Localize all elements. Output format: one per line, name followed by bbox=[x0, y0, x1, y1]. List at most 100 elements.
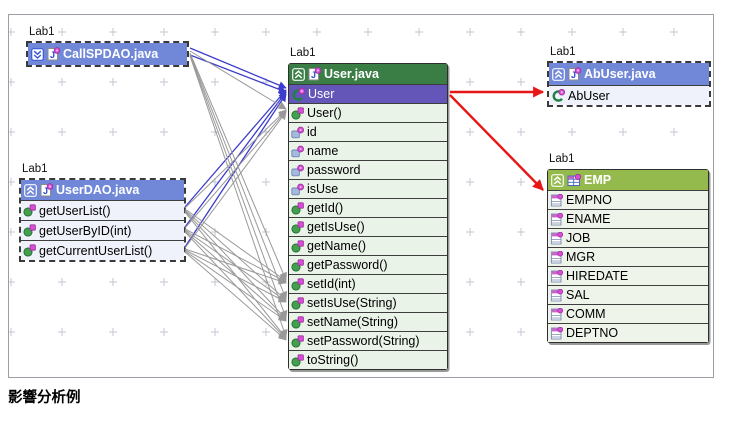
chevron-double-down-icon bbox=[31, 47, 44, 61]
method-icon bbox=[291, 277, 304, 291]
member-label: toString() bbox=[307, 353, 359, 367]
member-row[interactable]: password bbox=[289, 160, 447, 179]
diagram-caption: 影響分析例 bbox=[8, 390, 81, 406]
member-label: getId() bbox=[307, 201, 344, 215]
member-row[interactable]: EMPNO bbox=[548, 190, 708, 209]
field-icon bbox=[291, 145, 304, 158]
member-row[interactable]: ENAME bbox=[548, 209, 708, 228]
member-row[interactable]: toString() bbox=[289, 350, 447, 369]
package-label: Lab1 bbox=[290, 47, 316, 59]
member-row[interactable]: name bbox=[289, 141, 447, 160]
field-icon bbox=[291, 183, 304, 196]
java-file-icon: J bbox=[308, 67, 321, 81]
member-label: id bbox=[307, 125, 317, 139]
chevron-double-up-icon bbox=[551, 173, 564, 187]
member-row[interactable]: User() bbox=[289, 103, 447, 122]
java-file-icon: J bbox=[47, 47, 60, 61]
method-icon bbox=[23, 224, 36, 237]
field-icon bbox=[291, 126, 304, 139]
box-title: CallSPDAO.java bbox=[63, 47, 159, 61]
member-label: setId(int) bbox=[307, 277, 356, 291]
method-icon bbox=[23, 244, 36, 257]
method-icon bbox=[291, 353, 304, 367]
box-header-emp[interactable]: EMP bbox=[548, 170, 708, 190]
class-icon bbox=[551, 89, 565, 102]
member-label: getPassword() bbox=[307, 258, 388, 272]
member-row[interactable]: AbUser bbox=[549, 85, 709, 105]
member-row[interactable]: COMM bbox=[548, 304, 708, 323]
member-label: getUserByID(int) bbox=[39, 223, 132, 238]
member-row[interactable]: setId(int) bbox=[289, 274, 447, 293]
method-icon bbox=[291, 106, 304, 120]
column-icon bbox=[550, 307, 563, 321]
member-row[interactable]: setPassword(String) bbox=[289, 331, 447, 350]
member-label: name bbox=[307, 144, 339, 158]
member-row[interactable]: JOB bbox=[548, 228, 708, 247]
java-file-icon: J bbox=[568, 67, 581, 81]
class-icon bbox=[291, 87, 305, 101]
box-title: User.java bbox=[324, 67, 379, 81]
member-label: JOB bbox=[566, 231, 591, 245]
box-header-abuser[interactable]: J AbUser.java bbox=[549, 63, 709, 85]
column-icon bbox=[550, 193, 563, 207]
table-icon bbox=[567, 173, 581, 187]
member-row[interactable]: id bbox=[289, 122, 447, 141]
member-row[interactable]: setIsUse(String) bbox=[289, 293, 447, 312]
method-icon bbox=[291, 315, 304, 329]
package-label: Lab1 bbox=[22, 163, 48, 175]
column-icon bbox=[550, 288, 563, 302]
method-icon bbox=[291, 258, 304, 272]
svg-text:J: J bbox=[571, 70, 576, 80]
column-icon bbox=[550, 326, 563, 340]
member-row[interactable]: getName() bbox=[289, 236, 447, 255]
member-row[interactable]: getUserList() bbox=[21, 200, 184, 220]
box-title: AbUser.java bbox=[584, 67, 656, 81]
member-label: getCurrentUserList() bbox=[39, 243, 153, 258]
member-label: SAL bbox=[566, 288, 590, 302]
member-row[interactable]: getUserByID(int) bbox=[21, 220, 184, 240]
member-label: DEPTNO bbox=[566, 326, 619, 340]
member-row[interactable]: isUse bbox=[289, 179, 447, 198]
member-label: password bbox=[307, 163, 361, 177]
member-row[interactable]: User bbox=[289, 84, 447, 103]
member-label: setIsUse(String) bbox=[307, 296, 397, 310]
column-icon bbox=[550, 231, 563, 245]
column-icon bbox=[550, 212, 563, 226]
member-label: User() bbox=[307, 106, 342, 120]
member-row[interactable]: SAL bbox=[548, 285, 708, 304]
svg-text:J: J bbox=[50, 50, 55, 60]
method-icon bbox=[23, 204, 36, 217]
member-row[interactable]: getId() bbox=[289, 198, 447, 217]
field-icon bbox=[291, 164, 304, 177]
method-icon bbox=[291, 296, 304, 310]
method-icon bbox=[291, 220, 304, 234]
method-icon bbox=[291, 334, 304, 348]
member-label: HIREDATE bbox=[566, 269, 629, 283]
member-label: getIsUse() bbox=[307, 220, 365, 234]
member-row[interactable]: MGR bbox=[548, 247, 708, 266]
member-row[interactable]: getPassword() bbox=[289, 255, 447, 274]
package-label: Lab1 bbox=[550, 46, 576, 58]
member-label: isUse bbox=[307, 182, 339, 196]
member-row[interactable]: setName(String) bbox=[289, 312, 447, 331]
member-row[interactable]: HIREDATE bbox=[548, 266, 708, 285]
member-row[interactable]: getIsUse() bbox=[289, 217, 447, 236]
column-icon bbox=[550, 269, 563, 283]
member-row[interactable]: DEPTNO bbox=[548, 323, 708, 342]
member-label: User bbox=[308, 87, 335, 101]
java-file-icon: J bbox=[40, 183, 53, 197]
box-header-callspdao[interactable]: J CallSPDAO.java bbox=[28, 43, 187, 65]
chevron-double-up-icon bbox=[292, 67, 305, 81]
member-label: getUserList() bbox=[39, 203, 111, 218]
member-row[interactable]: getCurrentUserList() bbox=[21, 240, 184, 260]
